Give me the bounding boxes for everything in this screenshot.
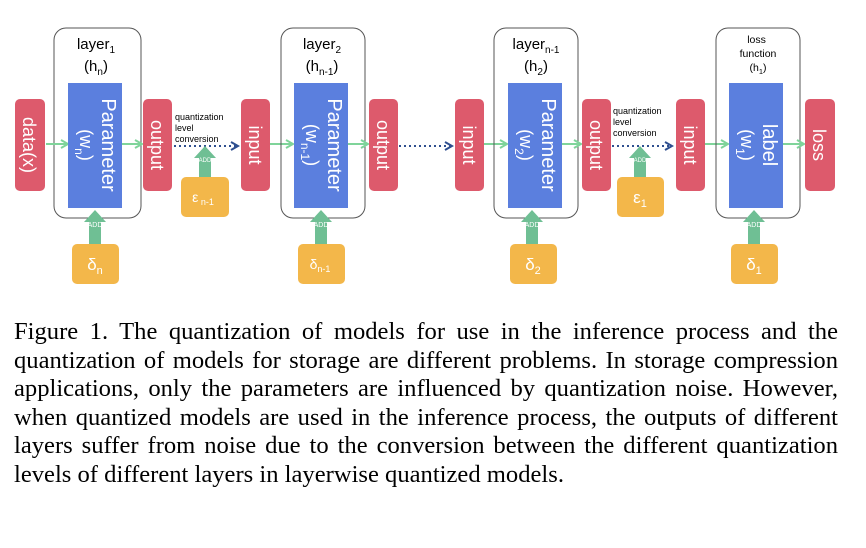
svg-text:ADD: ADD [199, 158, 212, 164]
parameter-block-2 [294, 83, 348, 208]
add-arrow-eps-2 [629, 146, 651, 178]
output-label-2: output [373, 120, 393, 170]
output-block-3 [582, 99, 611, 191]
parameter-w-1: (wn) [72, 129, 96, 161]
delta-label-3: δ2 [525, 255, 541, 277]
figure-diagram: layer1 (hn) data(x) Parameter (wn) outpu… [15, 27, 835, 284]
parameter-label-3: Parameter [537, 98, 559, 192]
input-label-3: input [680, 125, 700, 164]
delta-block-3 [510, 244, 557, 284]
parameter-label-2: Parameter [323, 98, 345, 192]
epsilon-label-2: ε1 [633, 188, 647, 210]
layer-h-2: (hn-1) [306, 58, 339, 78]
svg-text:ADD: ADD [525, 222, 540, 229]
output-label-3: output [586, 120, 606, 170]
add-arrow-eps-1 [194, 146, 216, 178]
input-block-3 [676, 99, 705, 191]
layer-title-1: layer1 [77, 36, 116, 56]
svg-text:ADD: ADD [634, 158, 647, 164]
layer-h-1: (hn) [84, 58, 108, 78]
layer-h-3: (h2) [524, 58, 548, 78]
add-arrow-2 [310, 210, 332, 245]
loss-function-title: loss function [740, 34, 777, 60]
input-block-2 [455, 99, 484, 191]
epsilon-block-1 [181, 177, 229, 217]
output-label-1: output [147, 120, 167, 170]
layer-title-3: layern-1 [513, 36, 560, 56]
delta-label-1: δn [87, 255, 103, 277]
label-label: label [758, 124, 780, 166]
parameter-w-2: (wn-1) [298, 124, 322, 166]
parameter-block-3 [508, 83, 562, 208]
epsilon-label-1: ε n-1 [192, 189, 214, 207]
parameter-label-1: Parameter [97, 98, 119, 192]
label-block [729, 83, 783, 208]
delta-block-1 [72, 244, 119, 284]
qlc-label-2: quantization level conversion [613, 106, 664, 138]
epsilon-block-2 [617, 177, 664, 217]
add-arrow-3 [521, 210, 543, 245]
parameter-block-1 [68, 83, 122, 208]
input-block-1 [241, 99, 270, 191]
label-w: (w1) [733, 129, 757, 161]
layer-title-2: layer2 [303, 36, 342, 56]
delta-block-2 [298, 244, 345, 284]
add-arrow-1 [84, 210, 106, 245]
data-block [15, 99, 45, 191]
input-label-1: input [245, 125, 265, 164]
figure-caption: Figure 1. The quantization of models for… [14, 318, 838, 488]
loss-function-h: (h1) [749, 62, 766, 76]
delta-label-4: δ1 [746, 255, 762, 277]
qlc-label-1: quantization level conversion [175, 112, 226, 144]
data-label: data(x) [19, 117, 39, 173]
delta-block-4 [731, 244, 778, 284]
loss-label: loss [809, 129, 829, 161]
parameter-w-3: (w2) [512, 129, 536, 161]
svg-text:ADD: ADD [747, 222, 762, 229]
svg-text:ADD: ADD [88, 222, 103, 229]
delta-label-2: δn-1 [310, 256, 331, 274]
svg-text:ADD: ADD [314, 222, 329, 229]
add-arrow-4 [743, 210, 765, 245]
output-block-2 [369, 99, 398, 191]
input-label-2: input [459, 125, 479, 164]
loss-block [805, 99, 835, 191]
output-block-1 [143, 99, 172, 191]
